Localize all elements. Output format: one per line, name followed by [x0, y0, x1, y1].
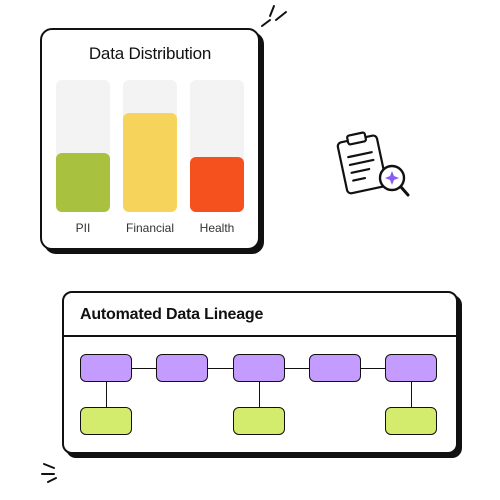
- bar-label-pii: PII: [75, 221, 91, 235]
- lineage-node[interactable]: [233, 354, 285, 382]
- bar-fill-health: [190, 156, 244, 212]
- lineage-node[interactable]: [385, 354, 437, 382]
- automated-data-lineage-card: Automated Data Lineage: [62, 291, 458, 454]
- lineage-child-node[interactable]: [385, 407, 437, 435]
- bar-label-financial: Financial: [125, 221, 175, 235]
- bar-label-health: Health: [199, 221, 235, 235]
- bar-fill-financial: [123, 113, 177, 212]
- connector-line: [106, 381, 107, 407]
- connector-line: [208, 368, 234, 369]
- lineage-child-node[interactable]: [80, 407, 132, 435]
- document-search-icon: [336, 131, 410, 197]
- connector-line: [132, 368, 158, 369]
- sparkle-icon: [261, 5, 287, 27]
- bar-track-financial: [123, 80, 177, 212]
- lineage-node[interactable]: [156, 354, 208, 382]
- connector-line: [411, 381, 412, 407]
- data-distribution-card: Data Distribution PII Financial Health: [40, 28, 260, 250]
- card-title: Automated Data Lineage: [80, 306, 264, 323]
- title-divider: [64, 335, 456, 337]
- connector-line: [259, 381, 260, 407]
- lineage-node[interactable]: [80, 354, 132, 382]
- connector-line: [360, 368, 386, 369]
- sparkle-icon: [41, 463, 57, 483]
- lineage-child-node[interactable]: [233, 407, 285, 435]
- lineage-node[interactable]: [309, 354, 361, 382]
- connector-line: [284, 368, 310, 369]
- bar-fill-pii: [56, 152, 110, 212]
- bar-track-pii: [56, 80, 110, 212]
- bar-track-health: [190, 80, 244, 212]
- card-title: Data Distribution: [88, 44, 212, 63]
